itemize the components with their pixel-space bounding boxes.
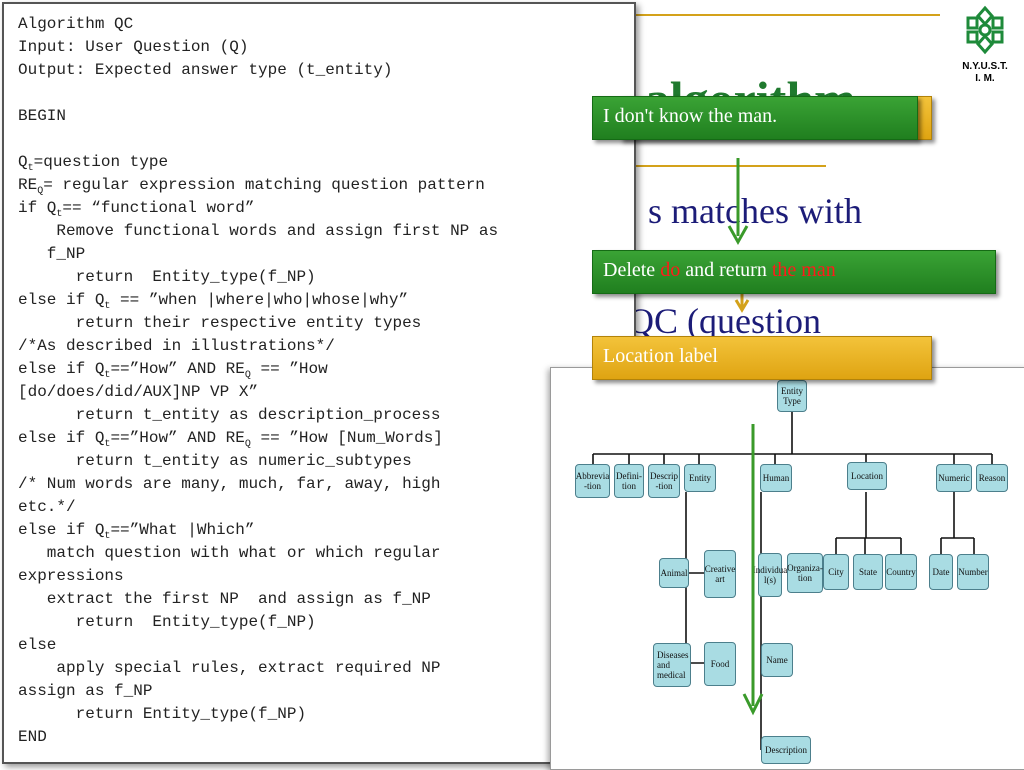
node-description-l3: Description: [761, 736, 811, 764]
node-human: Human: [760, 464, 792, 492]
algorithm-line: Output: Expected answer type (t_entity): [18, 61, 393, 79]
algorithm-line: [do/does/did/AUX]NP VP X”: [18, 383, 259, 401]
delete-target-word: do: [660, 259, 681, 281]
node-individuals: Individua l(s): [753, 553, 787, 597]
node-number: Number: [957, 554, 989, 590]
callout-example-question: I don't know the man.: [592, 96, 918, 140]
algorithm-line: else if Qt==”How” AND REQ == ”How [Num_W…: [18, 429, 443, 451]
algorithm-line: REQ= regular expression matching questio…: [18, 176, 485, 198]
callout-location-label: Location label: [592, 336, 932, 380]
algorithm-line: /*As described in illustrations*/: [18, 337, 335, 355]
algorithm-line: Algorithm QC: [18, 15, 134, 33]
algorithm-line: else if Qt == ”when |where|who|whose|why…: [18, 291, 409, 313]
logo-text-2: I. M.: [975, 73, 995, 84]
node-description-l1: Descrip -tion: [648, 464, 680, 498]
algorithm-line: else: [18, 636, 57, 654]
algorithm-line: else if Qt==”What |Which”: [18, 521, 255, 543]
delete-text: Delete: [603, 259, 661, 281]
algorithm-line: return t_entity as description_process: [18, 406, 441, 424]
algorithm-line: return Entity_type(f_NP): [18, 613, 316, 631]
logo-text-1: N.Y.U.S.T.: [962, 61, 1008, 72]
node-date: Date: [929, 554, 953, 590]
algorithm-line: etc.*/: [18, 498, 76, 516]
node-numeric: Numeric: [936, 464, 972, 492]
algorithm-line: extract the first NP and assign as f_NP: [18, 590, 431, 608]
algorithm-line: /* Num words are many, much, far, away, …: [18, 475, 441, 493]
algorithm-line: f_NP: [18, 245, 86, 263]
algorithm-line: Input: User Question (Q): [18, 38, 249, 56]
algorithm-line: assign as f_NP: [18, 682, 153, 700]
node-definition: Defini- tion: [614, 464, 644, 498]
algorithm-line: expressions: [18, 567, 124, 585]
algorithm-panel: Algorithm QC Input: User Question (Q) Outp…: [2, 2, 636, 764]
algorithm-line: return t_entity as numeric_subtypes: [18, 452, 412, 470]
slide-text-line2: QC (question: [628, 301, 821, 341]
algorithm-line: return Entity_type(f_NP): [18, 268, 316, 286]
node-location: Location: [847, 462, 887, 490]
university-logo: N.Y.U.S.T. I. M.: [952, 4, 1018, 85]
algorithm-line: END: [18, 728, 47, 746]
node-animal: Animal: [659, 558, 689, 588]
node-entity-type: Entity Type: [777, 380, 807, 412]
mid-rule: [636, 165, 826, 167]
return-text: and return: [680, 259, 772, 281]
node-creative-art: Creative art: [704, 550, 736, 598]
node-city: City: [823, 554, 849, 590]
entity-type-diagram: Entity Type Abbrevia -tion Defini- tion …: [550, 367, 1024, 770]
node-country: Country: [885, 554, 917, 590]
node-name: Name: [761, 643, 793, 677]
node-reason: Reason: [976, 464, 1008, 492]
algorithm-line: else if Qt==”How” AND REQ == ”How: [18, 360, 328, 382]
algorithm-line: return Entity_type(f_NP): [18, 705, 307, 723]
slide-text-line1: s matches with: [648, 191, 862, 231]
node-organization: Organiza- tion: [787, 553, 823, 593]
node-state: State: [853, 554, 883, 590]
node-abbreviation: Abbrevia -tion: [575, 464, 610, 498]
algorithm-line: BEGIN: [18, 107, 67, 125]
node-food: Food: [704, 642, 736, 686]
snowflake-logo-icon: [966, 5, 1004, 55]
algorithm-line: apply special rules, extract required NP: [18, 659, 441, 677]
algorithm-line: match question with what or which regula…: [18, 544, 441, 562]
callout-delete-do: Delete do and return the man: [592, 250, 996, 294]
algorithm-line: Remove functional words and assign first…: [18, 222, 499, 240]
algorithm-line: Qt=question type: [18, 153, 169, 175]
return-target-phrase: the man: [771, 259, 836, 281]
top-rule: [636, 14, 940, 16]
algorithm-line: return their respective entity types: [18, 314, 422, 332]
node-entity: Entity: [684, 464, 716, 492]
node-diseases-medical: Diseases and medical: [653, 643, 691, 687]
algorithm-line: if Qt== “functional word”: [18, 199, 255, 221]
